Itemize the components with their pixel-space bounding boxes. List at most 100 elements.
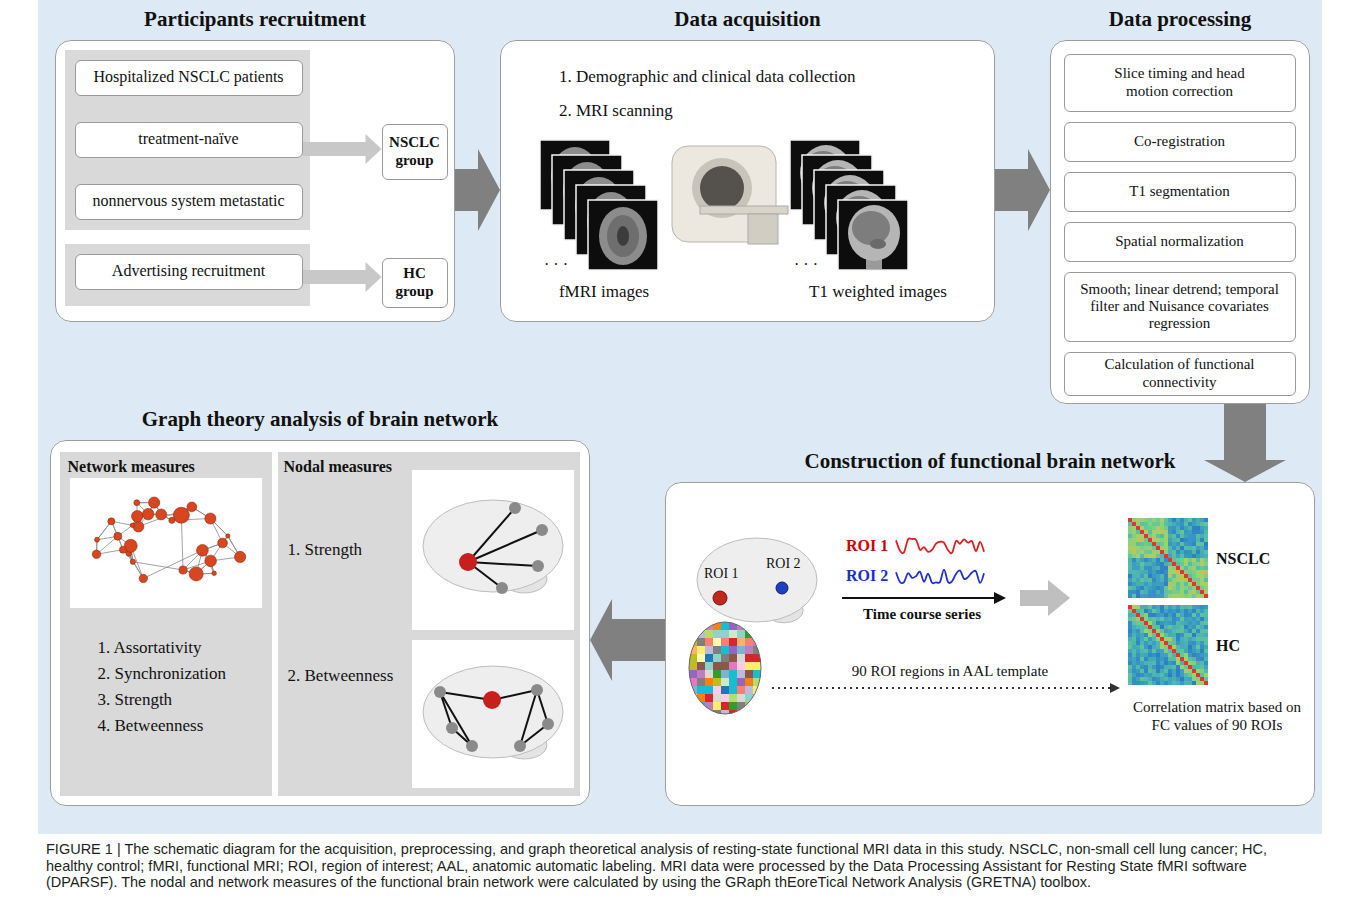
correlation-matrix — [1152, 653, 1156, 657]
correlation-matrix — [1140, 546, 1144, 550]
network-graph — [189, 567, 203, 581]
aal-atlas — [713, 686, 721, 694]
correlation-matrix — [1156, 526, 1160, 530]
aal-atlas — [721, 694, 729, 702]
measure-panel: Nodal measures1. Strength2. Betweenness — [278, 452, 580, 796]
correlation-matrix — [1176, 554, 1180, 558]
correlation-matrix — [1176, 586, 1180, 590]
brain-roi-illustration — [776, 582, 788, 594]
correlation-matrix — [1204, 633, 1208, 637]
correlation-matrix — [1172, 645, 1176, 649]
correlation-matrix — [1144, 677, 1148, 681]
correlation-matrix — [1152, 538, 1156, 542]
aal-atlas — [705, 678, 713, 686]
correlation-matrix — [1148, 530, 1152, 534]
correlation-matrix — [1192, 550, 1196, 554]
correlation-matrix — [1140, 609, 1144, 613]
correlation-matrix — [1176, 594, 1180, 598]
correlation-matrix — [1136, 558, 1140, 562]
correlation-matrix — [1136, 518, 1140, 522]
correlation-matrix — [1168, 613, 1172, 617]
correlation-matrix — [1196, 605, 1200, 609]
aal-atlas — [737, 654, 745, 662]
correlation-matrix — [1168, 653, 1172, 657]
correlation-matrix — [1204, 649, 1208, 653]
correlation-matrix — [1156, 550, 1160, 554]
correlation-matrix — [1180, 609, 1184, 613]
correlation-matrix — [1200, 629, 1204, 633]
correlation-matrix — [1184, 566, 1188, 570]
correlation-matrix — [1180, 530, 1184, 534]
correlation-matrix — [1168, 594, 1172, 598]
correlation-matrix — [1204, 526, 1208, 530]
correlation-matrix — [1188, 641, 1192, 645]
correlation-matrix — [1184, 586, 1188, 590]
correlation-matrix — [1196, 617, 1200, 621]
correlation-matrix — [1152, 574, 1156, 578]
correlation-matrix — [1200, 534, 1204, 538]
group-panel — [65, 244, 310, 306]
correlation-matrix — [1176, 669, 1180, 673]
correlation-matrix — [1136, 669, 1140, 673]
correlation-matrix — [1164, 530, 1168, 534]
t1-image-stack — [852, 211, 890, 245]
correlation-matrix — [1136, 566, 1140, 570]
correlation-matrix — [1192, 554, 1196, 558]
aal-atlas — [697, 646, 705, 654]
correlation-matrix — [1176, 653, 1180, 657]
correlation-matrix — [1136, 653, 1140, 657]
correlation-matrix — [1192, 657, 1196, 661]
correlation-matrix — [1204, 629, 1208, 633]
aal-atlas — [761, 646, 769, 654]
correlation-matrix — [1184, 625, 1188, 629]
network-graph — [169, 517, 175, 523]
correlation-matrix — [1192, 542, 1196, 546]
correlation-matrix — [1164, 669, 1168, 673]
correlation-matrix — [1172, 518, 1176, 522]
correlation-matrix — [1196, 594, 1200, 598]
aal-atlas — [753, 662, 761, 670]
correlation-matrix — [1172, 542, 1176, 546]
correlation-matrix — [1148, 649, 1152, 653]
correlation-matrix — [1128, 518, 1132, 522]
correlation-matrix — [1160, 554, 1164, 558]
correlation-matrix — [1180, 538, 1184, 542]
correlation-matrix — [1132, 518, 1136, 522]
correlation-matrix — [1152, 609, 1156, 613]
panel-title: Data acquisition — [501, 7, 994, 32]
correlation-matrix — [1172, 570, 1176, 574]
correlation-matrix — [1136, 625, 1140, 629]
process-box: Spatial normalization — [1064, 222, 1296, 262]
correlation-matrix — [1188, 665, 1192, 669]
correlation-matrix — [1196, 530, 1200, 534]
correlation-matrix — [1188, 522, 1192, 526]
correlation-matrix — [1200, 582, 1204, 586]
time-course-arrow — [994, 592, 1006, 604]
correlation-matrix — [1148, 681, 1152, 685]
aal-atlas — [705, 694, 713, 702]
correlation-matrix — [1144, 550, 1148, 554]
flow-arrow — [303, 134, 382, 164]
correlation-matrix — [1160, 566, 1164, 570]
correlation-matrix — [1164, 594, 1168, 598]
correlation-matrix — [1192, 586, 1196, 590]
aal-atlas — [713, 694, 721, 702]
correlation-matrix — [1204, 617, 1208, 621]
body-text: 4. Betweenness — [98, 716, 204, 736]
correlation-matrix — [1152, 518, 1156, 522]
correlation-matrix — [1148, 657, 1152, 661]
aal-atlas — [729, 630, 737, 638]
flow-arrow — [1204, 404, 1286, 482]
correlation-matrix — [1152, 669, 1156, 673]
signal-label: ROI 1 — [846, 536, 888, 555]
aal-atlas — [721, 662, 729, 670]
correlation-matrix — [1172, 538, 1176, 542]
correlation-matrix — [1148, 641, 1152, 645]
correlation-matrix — [1128, 669, 1132, 673]
correlation-matrix — [1192, 562, 1196, 566]
aal-atlas — [697, 622, 705, 630]
correlation-matrix — [1148, 625, 1152, 629]
correlation-matrix — [1160, 518, 1164, 522]
correlation-matrix — [1168, 609, 1172, 613]
